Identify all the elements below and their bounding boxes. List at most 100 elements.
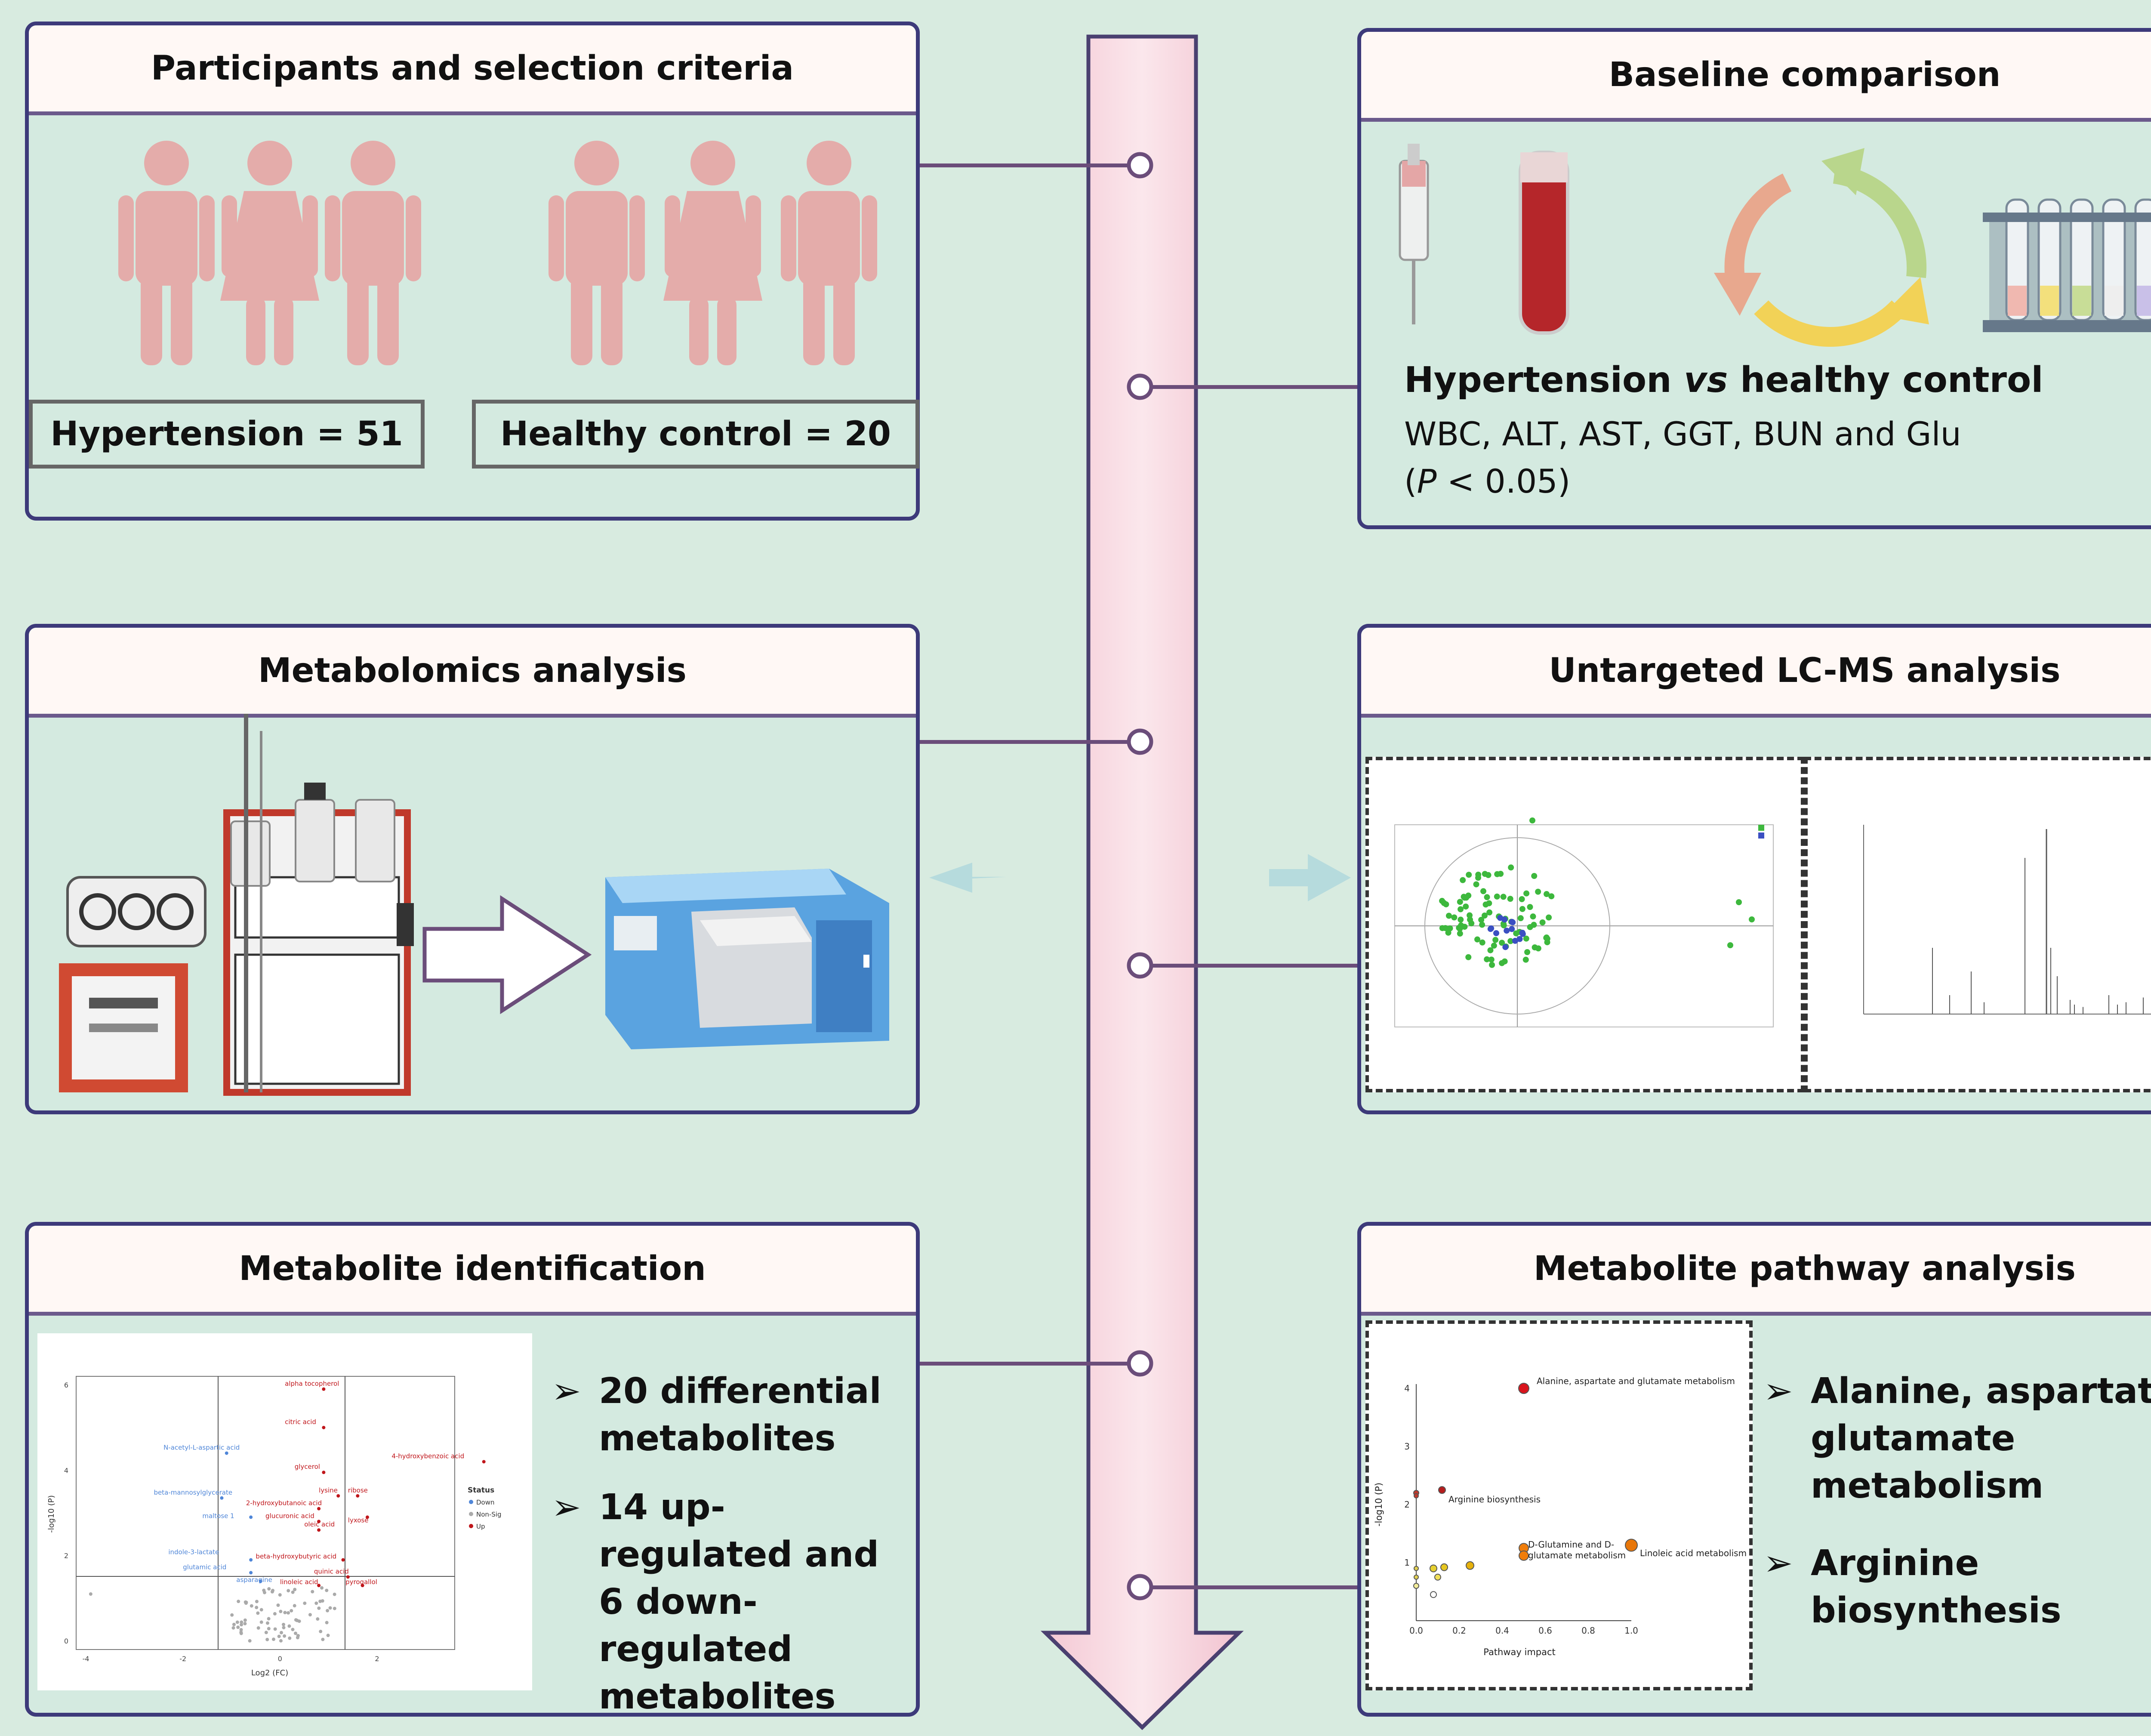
control-count: Healthy control = 20 — [472, 400, 919, 469]
volcano-label-down: glutamic acid — [183, 1563, 226, 1571]
pca-point-hypertension — [1461, 924, 1468, 930]
volcano-point-nonsig — [277, 1634, 281, 1638]
pca-point-control — [1510, 919, 1516, 925]
panel-title: Metabolomics analysis — [29, 628, 916, 718]
pathway-point — [1625, 1539, 1638, 1552]
volcano-point-nonsig — [230, 1613, 234, 1617]
pca-point-control — [1504, 928, 1510, 934]
volcano-label-up: oleic acid — [304, 1520, 335, 1528]
volcano-point-up — [361, 1584, 364, 1588]
volcano-label-up: lysine — [319, 1486, 338, 1494]
pca-point-hypertension — [1736, 899, 1742, 905]
volcano-point-nonsig — [326, 1609, 330, 1613]
pathway-point — [1518, 1383, 1529, 1394]
volcano-label-up: 2-hydroxybutanoic acid — [246, 1499, 322, 1507]
pathway-point — [1519, 1550, 1529, 1561]
volcano-legend-title: Status — [468, 1486, 494, 1495]
panel-title: Metabolite identification — [29, 1226, 916, 1316]
volcano-point-nonsig — [333, 1592, 336, 1596]
instrument-illustration — [59, 714, 889, 1096]
pathway-point — [1414, 1566, 1419, 1571]
volcano-point-nonsig — [326, 1634, 330, 1637]
pca-point-hypertension — [1446, 913, 1452, 919]
pathway-point — [1440, 1563, 1448, 1571]
male-person-icon — [549, 141, 645, 365]
male-person-icon — [781, 141, 877, 365]
pca-point-hypertension — [1544, 939, 1550, 946]
volcano-point-nonsig — [287, 1589, 290, 1593]
pca-point-hypertension — [1546, 914, 1552, 921]
pca-point-hypertension — [1484, 956, 1490, 962]
pca-point-control — [1512, 937, 1519, 944]
blood-tube-icon — [1519, 151, 1569, 335]
pca-point-hypertension — [1530, 913, 1536, 920]
pathway-point — [1438, 1486, 1446, 1494]
pca-point-hypertension — [1749, 916, 1755, 922]
pca-point-hypertension — [1519, 906, 1525, 912]
pathway-point — [1414, 1493, 1419, 1499]
volcano-point-nonsig — [259, 1620, 263, 1624]
volcano-point-nonsig — [267, 1627, 271, 1631]
male-person-icon — [118, 141, 215, 365]
volcano-point-nonsig — [235, 1620, 239, 1624]
volcano-point-up — [317, 1507, 321, 1511]
pca-point-hypertension — [1543, 934, 1550, 941]
volcano-point-nonsig — [316, 1617, 320, 1621]
pathway-xtick: 1.0 — [1624, 1625, 1638, 1636]
volcano-point-nonsig — [288, 1636, 292, 1640]
pathway-xtick: 0.0 — [1409, 1625, 1423, 1636]
volcano-legend-down: Down — [476, 1499, 495, 1506]
volcano-legend-up: Up — [476, 1523, 485, 1530]
volcano-point-nonsig — [296, 1636, 299, 1640]
volcano-point-nonsig — [265, 1637, 269, 1641]
pca-point-hypertension — [1457, 899, 1463, 905]
volcano-point-nonsig — [264, 1631, 268, 1634]
pca-point-hypertension — [1451, 914, 1458, 921]
hypertension-count: Hypertension = 51 — [29, 400, 425, 469]
bullet-differential: ➢ 20 differential metabolites — [552, 1368, 909, 1462]
pca-point-control — [1497, 915, 1504, 921]
pathway-label-arg: Arginine biosynthesis — [1448, 1494, 1541, 1505]
pca-point-hypertension — [1489, 962, 1495, 968]
volcano-label-down: indole-3-lactate — [168, 1548, 219, 1556]
volcano-xtick: 0 — [278, 1655, 282, 1663]
volcano-point-nonsig — [287, 1624, 291, 1628]
pca-point-control — [1487, 926, 1494, 932]
volcano-point-nonsig — [255, 1600, 259, 1603]
volcano-point-nonsig — [293, 1631, 297, 1635]
baseline-panel: Baseline comparison — [1357, 28, 2151, 529]
volcano-label-up: citric acid — [285, 1418, 316, 1426]
volcano-point-up — [341, 1558, 345, 1562]
volcano-point-nonsig — [290, 1609, 293, 1613]
connector-baseline — [1140, 385, 1359, 389]
volcano-point-nonsig — [278, 1593, 282, 1597]
volcano-point-nonsig — [240, 1623, 243, 1627]
pca-point-hypertension — [1548, 893, 1555, 900]
volcano-point-nonsig — [271, 1637, 275, 1641]
pca-point-hypertension — [1486, 909, 1493, 916]
volcano-point-nonsig — [279, 1639, 283, 1643]
volcano-xtick: -2 — [179, 1655, 186, 1663]
volcano-ylabel: -log10 (P) — [47, 1495, 56, 1532]
volcano-point-nonsig — [317, 1606, 321, 1610]
volcano-point-nonsig — [333, 1606, 336, 1610]
pca-point-hypertension — [1488, 956, 1495, 963]
pca-point-hypertension — [1523, 890, 1530, 897]
pca-point-hypertension — [1491, 942, 1497, 949]
volcano-label-up: beta-hydroxybutyric acid — [256, 1553, 336, 1560]
pca-point-hypertension — [1494, 871, 1501, 877]
volcano-point-nonsig — [244, 1601, 248, 1605]
volcano-point-nonsig — [282, 1626, 286, 1630]
pca-point-hypertension — [1480, 888, 1487, 894]
volcano-xtick: -4 — [83, 1655, 89, 1663]
pca-point-hypertension — [1535, 888, 1541, 895]
pca-point-hypertension — [1513, 930, 1519, 937]
volcano-point-nonsig — [308, 1613, 312, 1617]
volcano-ytick: 2 — [64, 1552, 68, 1560]
volcano-point-down — [220, 1496, 224, 1500]
volcano-point-nonsig — [256, 1626, 260, 1630]
volcano-point-nonsig — [256, 1611, 260, 1615]
pathway-label-gln2: glutamate metabolism — [1528, 1550, 1626, 1560]
volcano-point-nonsig — [325, 1588, 329, 1592]
